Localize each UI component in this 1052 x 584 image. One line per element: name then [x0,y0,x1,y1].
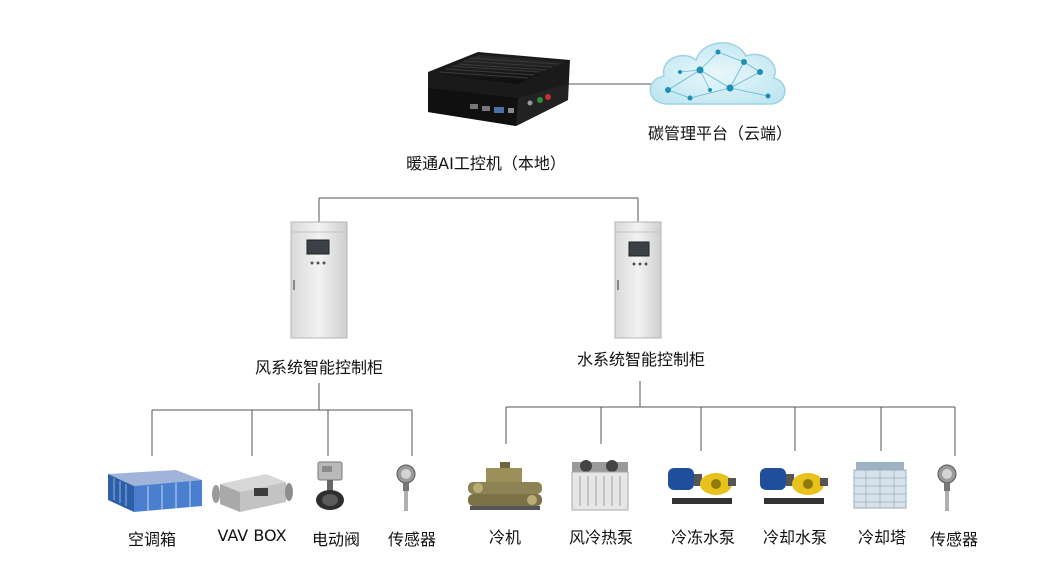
device-label-chiller: 冷机 [488,528,521,547]
cooling-tower-icon [853,462,907,509]
device-label-heat-pump: 风冷热泵 [568,528,633,547]
industrial-pc-label: 暖通AI工控机（本地） [406,154,566,173]
sensor-icon [396,464,416,511]
heat-pump-icon [571,460,629,511]
water-cabinet-label: 水系统智能控制柜 [576,350,705,369]
electric-valve-icon [316,461,344,510]
industrial-pc-icon [428,52,570,126]
sensor-icon [937,464,957,511]
chiller-icon [468,462,542,510]
water-control-cabinet-icon [614,221,662,339]
device-label-electric-valve: 电动阀 [311,530,360,549]
device-label-vav-box: VAV BOX [217,526,287,545]
device-label-air-sensor: 传感器 [387,530,436,549]
cloud-platform-icon [649,42,786,105]
device-label-chilled-water-pump: 冷冻水泵 [670,528,735,547]
chilled-water-pump-icon [668,468,736,504]
cloud-platform-label: 碳管理平台（云端） [647,124,792,143]
device-label-water-sensor: 传感器 [929,530,978,549]
connection-lines [151,83,956,456]
vav-box-icon [212,474,293,512]
device-label-air-handling-unit: 空调箱 [127,530,176,549]
device-label-cooling-water-pump: 冷却水泵 [762,528,827,547]
device-label-cooling-tower: 冷却塔 [857,528,906,547]
cooling-water-pump-icon [760,468,828,504]
air-handling-unit-icon [108,470,202,512]
air-cabinet-label: 风系统智能控制柜 [254,358,383,377]
air-control-cabinet-icon [290,221,348,339]
